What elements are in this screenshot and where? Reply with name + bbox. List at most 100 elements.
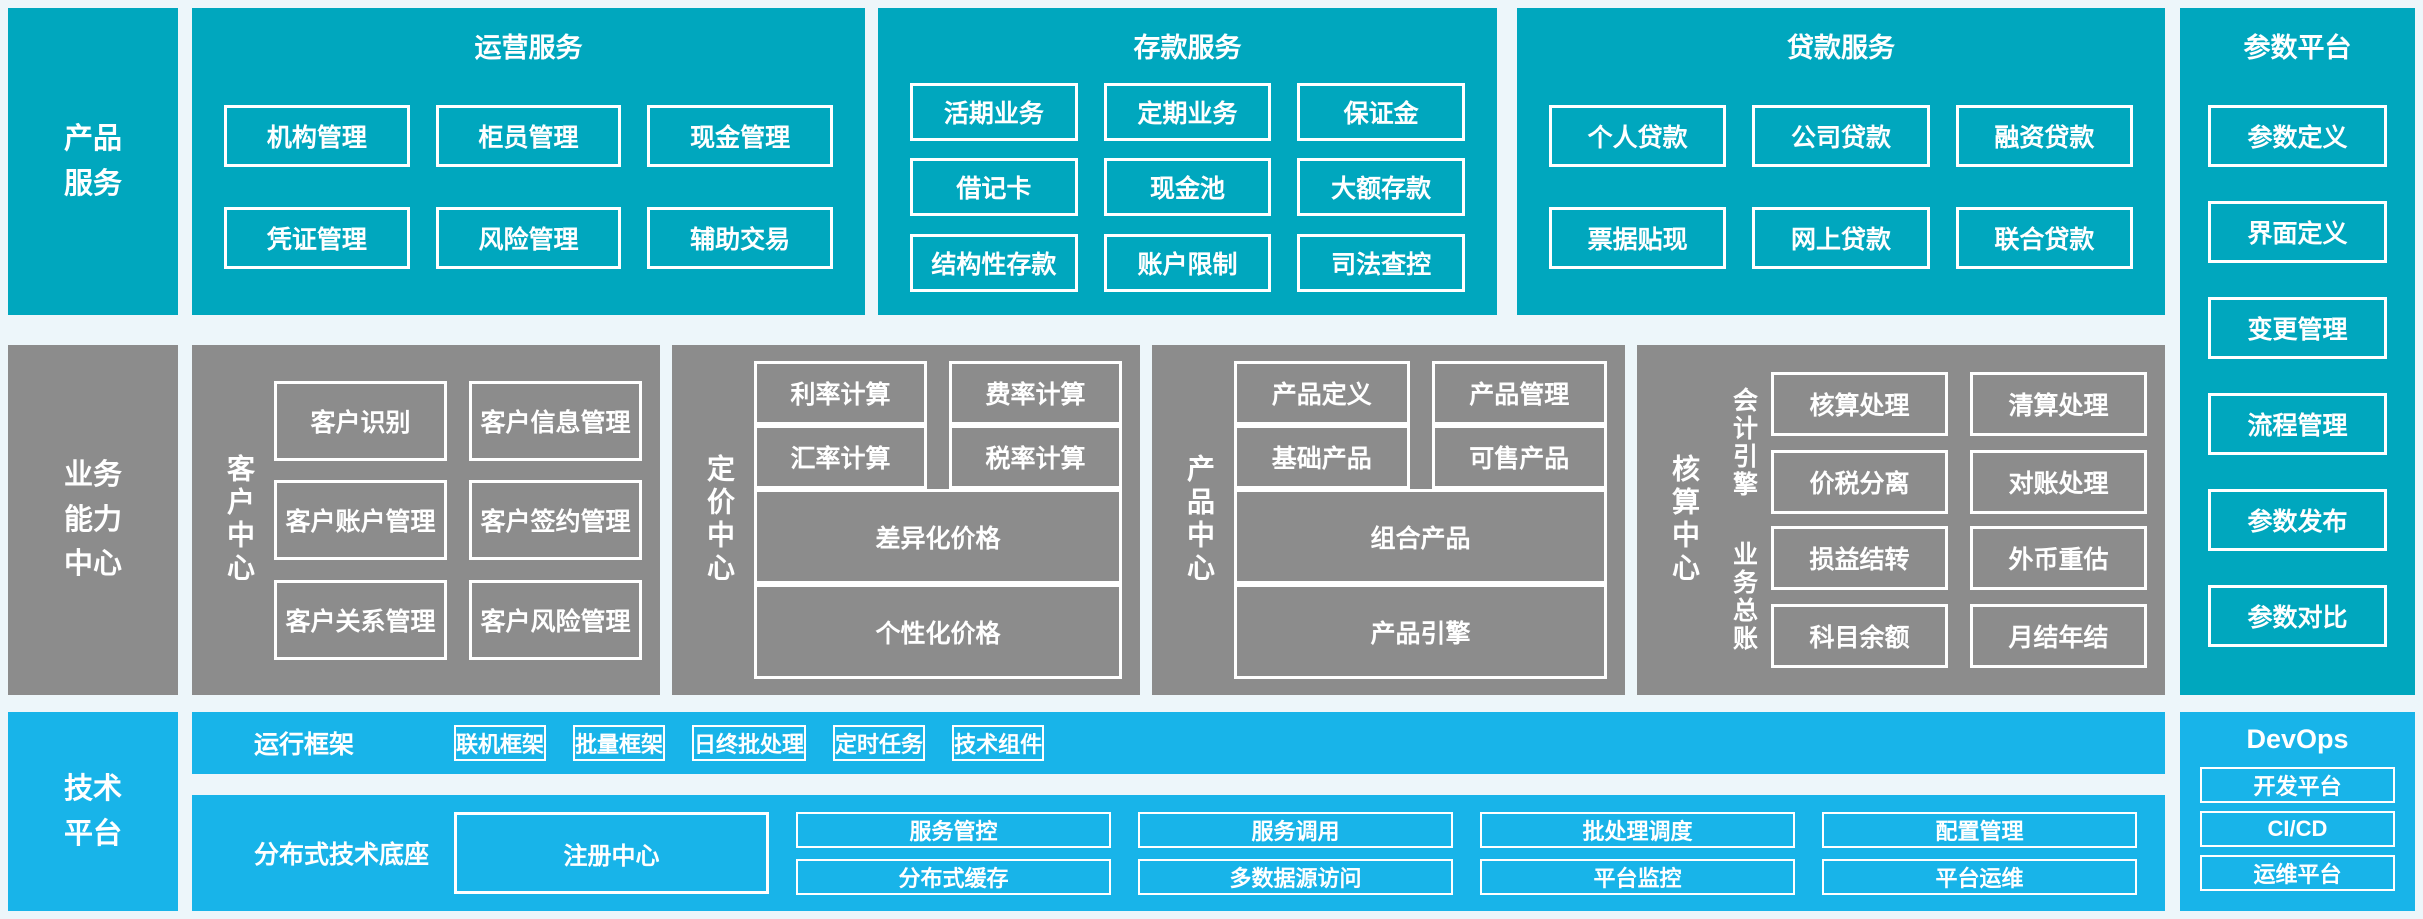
accounting-row: 科目余额 月结年结: [1771, 603, 2147, 668]
runtime-framework-label: 运行框架: [254, 731, 355, 759]
diagram-box: 技术组件: [952, 725, 1045, 761]
diagram-box: 客户签约管理: [469, 480, 642, 560]
distributed-column: 配置管理 平台运维: [1822, 811, 2137, 895]
operations-rows: 机构管理 柜员管理 现金管理 凭证管理 风险管理 辅助交易: [192, 65, 865, 315]
diagram-box: 可售产品: [1431, 425, 1607, 489]
distributed-column: 服务管控 分布式缓存: [796, 811, 1111, 895]
diagram-box: 费率计算: [949, 361, 1122, 425]
product-grid: 产品定义 产品管理 基础产品 可售产品 组合产品 产品引擎: [1234, 361, 1607, 679]
band-label-tech-platform: 技术 平台: [8, 712, 178, 911]
accounting-groups: 会计引擎 核算处理 清算处理 价税分离 对账处理 业务总账: [1719, 361, 2147, 679]
accounting-row: 损益结转 外币重估: [1771, 525, 2147, 590]
section-runtime-framework: 运行框架 联机框架 批量框架 日终批处理 定时任务 技术组件: [192, 712, 2165, 774]
accounting-group-label: 业务总账: [1719, 526, 1767, 668]
center-title-accounting-text: 核算中心: [1669, 454, 1700, 586]
center-title-product: 产品中心: [1170, 361, 1228, 679]
diagram-box: 客户识别: [274, 380, 447, 461]
center-title-product-text: 产品中心: [1184, 454, 1215, 586]
customer-row: 客户关系管理 客户风险管理: [274, 579, 642, 660]
diagram-box-wide: 组合产品: [1234, 489, 1607, 584]
deposit-rows: 活期业务 定期业务 保证金 借记卡 现金池 大额存款 结构性存款 账户限制 司法…: [878, 65, 1497, 315]
section-loan: 贷款服务 个人贷款 公司贷款 融资贷款 票据贴现 网上贷款 联合贷款: [1517, 8, 2165, 315]
diagram-box: 服务管控: [796, 811, 1111, 848]
diagram-box: 现金池: [1103, 158, 1272, 216]
parameter-platform-items: 参数定义 界面定义 变更管理 流程管理 参数发布 参数对比: [2180, 65, 2415, 695]
diagram-box: 汇率计算: [754, 425, 927, 489]
pricing-row: 汇率计算 税率计算: [754, 425, 1122, 489]
center-customer: 客户中心 客户识别 客户信息管理 客户账户管理 客户签约管理 客户关系管理 客户…: [192, 345, 660, 695]
diagram-box: 分布式缓存: [796, 858, 1111, 895]
pricing-grid: 利率计算 费率计算 汇率计算 税率计算 差异化价格 个性化价格: [754, 361, 1122, 679]
diagram-box: 外币重估: [1970, 525, 2147, 590]
diagram-box: 活期业务: [910, 82, 1078, 141]
diagram-box: 定期业务: [1103, 82, 1272, 141]
deposit-row: 借记卡 现金池 大额存款: [910, 158, 1466, 216]
diagram-box: 运维平台: [2200, 855, 2395, 891]
center-title-accounting: 核算中心: [1655, 361, 1713, 679]
diagram-box: 机构管理: [224, 105, 410, 167]
diagram-box: 网上贷款: [1752, 207, 1930, 269]
diagram-box: 配置管理: [1822, 811, 2137, 848]
diagram-box: 凭证管理: [224, 207, 410, 269]
diagram-box: 客户关系管理: [274, 579, 447, 660]
accounting-row: 核算处理 清算处理: [1771, 372, 2147, 437]
diagram-box-wide: 产品引擎: [1234, 584, 1607, 679]
diagram-box: 客户信息管理: [469, 380, 642, 461]
loan-rows: 个人贷款 公司贷款 融资贷款 票据贴现 网上贷款 联合贷款: [1517, 65, 2165, 315]
section-distributed-base: 分布式技术底座 注册中心 服务管控 分布式缓存 服务调用 多数据源访问 批处理调…: [192, 795, 2165, 911]
customer-grid: 客户识别 客户信息管理 客户账户管理 客户签约管理 客户关系管理 客户风险管理: [274, 361, 642, 679]
diagram-box: 对账处理: [1970, 450, 2147, 515]
accounting-group-engine: 会计引擎 核算处理 清算处理 价税分离 对账处理: [1719, 372, 2147, 515]
diagram-box: 定时任务: [833, 725, 926, 761]
diagram-box: 批量框架: [573, 725, 666, 761]
section-title-operations: 运营服务: [474, 33, 583, 63]
diagram-box: 参数定义: [2208, 105, 2387, 167]
diagram-box: 流程管理: [2208, 393, 2387, 455]
diagram-box: 借记卡: [910, 158, 1078, 216]
diagram-box: 融资贷款: [1955, 105, 2133, 167]
diagram-box-wide: 个性化价格: [754, 584, 1122, 679]
center-product: 产品中心 产品定义 产品管理 基础产品 可售产品 组合产品 产品引擎: [1152, 345, 1625, 695]
diagram-box: 联机框架: [454, 725, 547, 761]
center-title-customer: 客户中心: [210, 361, 268, 679]
band-label-business-capability: 业务 能力 中心: [8, 345, 178, 695]
diagram-box: 产品定义: [1234, 361, 1410, 425]
section-operations: 运营服务 机构管理 柜员管理 现金管理 凭证管理 风险管理 辅助交易: [192, 8, 865, 315]
accounting-rows: 核算处理 清算处理 价税分离 对账处理: [1771, 372, 2147, 515]
runtime-framework-items: 联机框架 批量框架 日终批处理 定时任务 技术组件: [454, 725, 2137, 761]
section-deposit: 存款服务 活期业务 定期业务 保证金 借记卡 现金池 大额存款 结构性存款 账户…: [878, 8, 1497, 315]
diagram-box: 基础产品: [1234, 425, 1410, 489]
diagram-box: 柜员管理: [435, 105, 622, 167]
diagram-box: 税率计算: [949, 425, 1122, 489]
pricing-row: 利率计算 费率计算: [754, 361, 1122, 425]
band-label-product-services: 产品 服务: [8, 8, 178, 315]
customer-row: 客户账户管理 客户签约管理: [274, 480, 642, 560]
center-title-pricing: 定价中心: [690, 361, 748, 679]
diagram-box: 批处理调度: [1480, 811, 1795, 848]
diagram-box: 界面定义: [2208, 201, 2387, 263]
deposit-row: 结构性存款 账户限制 司法查控: [910, 233, 1466, 292]
diagram-box: 联合贷款: [1955, 207, 2133, 269]
center-pricing: 定价中心 利率计算 费率计算 汇率计算 税率计算 差异化价格 个性化价格: [672, 345, 1140, 695]
diagram-box: 平台运维: [1822, 858, 2137, 895]
diagram-box: 平台监控: [1480, 858, 1795, 895]
center-accounting: 核算中心 会计引擎 核算处理 清算处理 价税分离 对账处理: [1637, 345, 2165, 695]
diagram-box: 参数对比: [2208, 585, 2387, 647]
devops-items: 开发平台 CI/CD 运维平台: [2180, 755, 2415, 911]
loan-row: 票据贴现 网上贷款 联合贷款: [1549, 207, 2133, 269]
accounting-row: 价税分离 对账处理: [1771, 450, 2147, 515]
diagram-box: 账户限制: [1103, 233, 1272, 292]
accounting-group-ledger: 业务总账 损益结转 外币重估 科目余额 月结年结: [1719, 525, 2147, 668]
diagram-box: 服务调用: [1138, 811, 1453, 848]
diagram-box: 风险管理: [435, 207, 622, 269]
diagram-box: 参数发布: [2208, 489, 2387, 551]
distributed-base-label: 分布式技术底座: [254, 841, 430, 869]
diagram-box: 开发平台: [2200, 767, 2395, 803]
diagram-box: 票据贴现: [1549, 207, 1727, 269]
diagram-box: 个人贷款: [1549, 105, 1727, 167]
distributed-column: 服务调用 多数据源访问: [1138, 811, 1453, 895]
diagram-box: 核算处理: [1771, 372, 1948, 437]
loan-row: 个人贷款 公司贷款 融资贷款: [1549, 105, 2133, 167]
diagram-box: 现金管理: [647, 105, 834, 167]
